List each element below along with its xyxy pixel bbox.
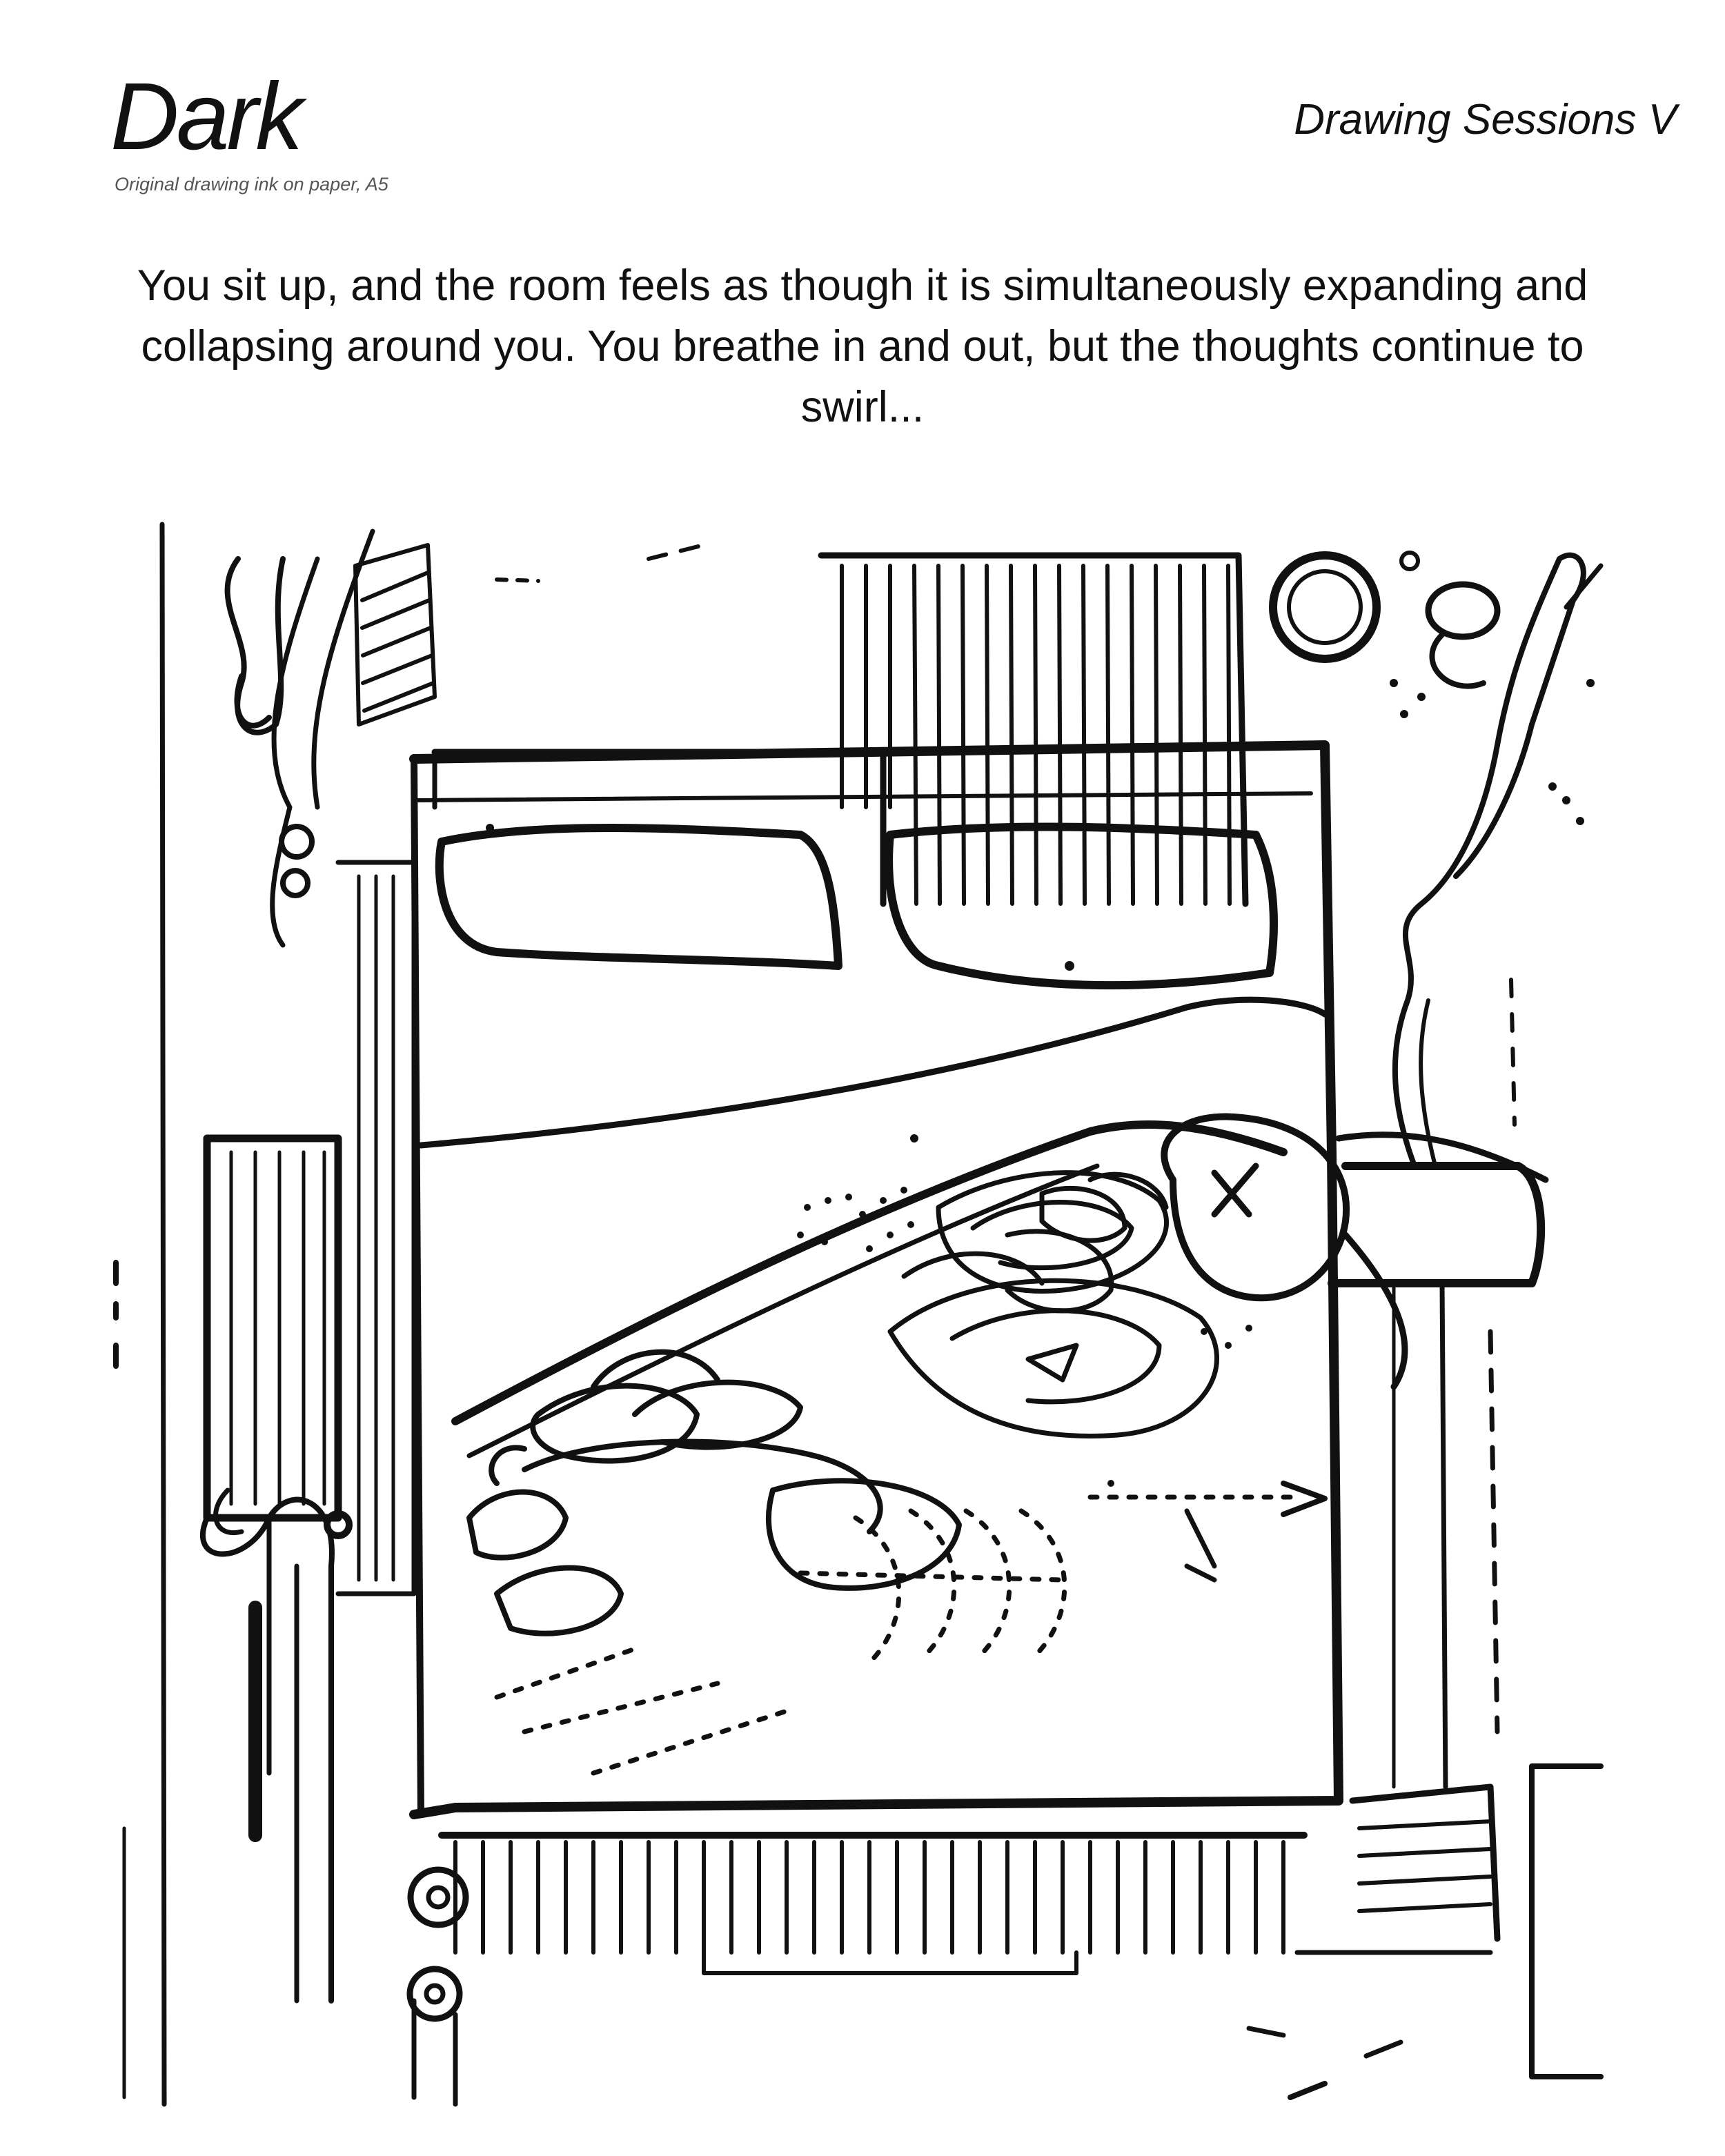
artwork-caption: Original drawing ink on paper, A5	[115, 174, 388, 195]
series-title: Drawing Sessions V	[1294, 96, 1677, 144]
intro-text: You sit up, and the room feels as though…	[137, 261, 1588, 431]
ink-drawing	[110, 517, 1608, 2118]
artwork-title: Dark	[110, 63, 303, 170]
